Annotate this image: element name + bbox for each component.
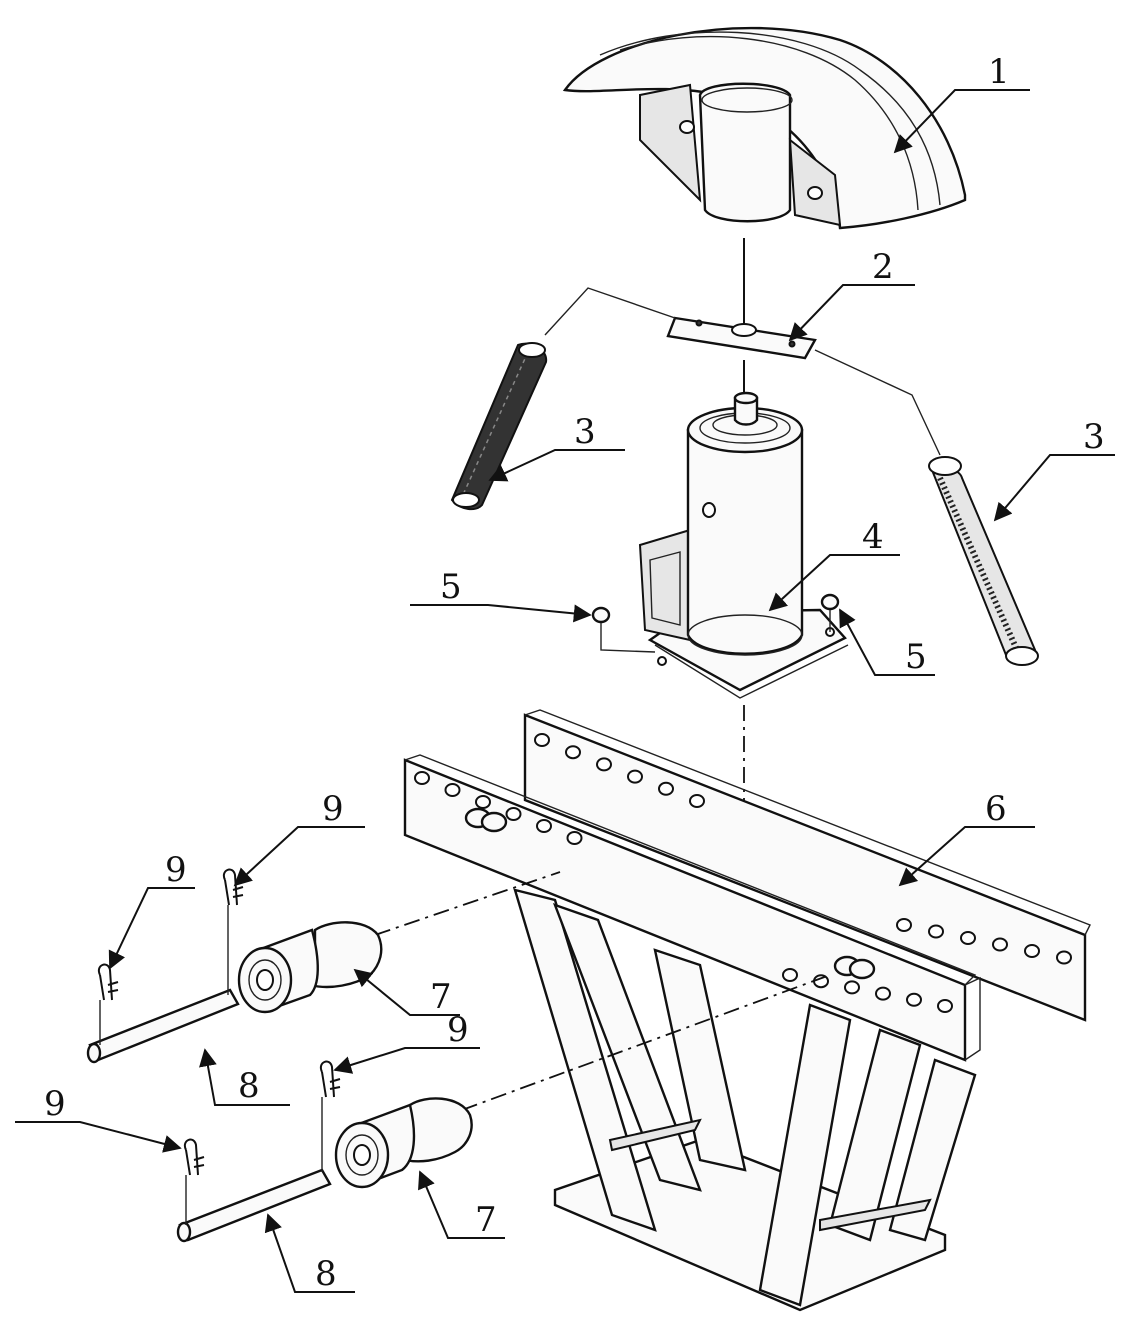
- callout-9-c: 9: [447, 1010, 469, 1050]
- roller-lower: [334, 1097, 473, 1189]
- frame-holes: [414, 733, 1072, 1013]
- callout-labels: 1 2 3 3 4 5 5 6 7 7 8 8 9 9 9 9: [44, 52, 1105, 1294]
- callout-2: 2: [872, 247, 894, 287]
- return-spring-left: [450, 342, 548, 511]
- frame-hole: [505, 807, 522, 821]
- frame-hole: [928, 924, 944, 939]
- frame-hole: [782, 968, 798, 982]
- frame-hole: [875, 986, 891, 1001]
- r-clip-4: [183, 1138, 205, 1225]
- r-clip-1: [97, 963, 119, 1045]
- callout-4: 4: [862, 517, 884, 557]
- frame-hole: [992, 937, 1008, 952]
- frame-hole: [1024, 944, 1040, 958]
- callout-3-left: 3: [574, 412, 596, 452]
- frame-pins: [464, 807, 876, 980]
- frame-hole: [1056, 950, 1072, 965]
- callout-5-right: 5: [905, 637, 927, 677]
- callout-1: 1: [988, 52, 1010, 92]
- bending-die: [562, 26, 967, 230]
- pin-lower: [176, 1168, 332, 1243]
- frame-hole: [937, 999, 953, 1013]
- callout-9-b: 9: [165, 850, 187, 890]
- callout-3-right: 3: [1083, 417, 1105, 457]
- frame-hole: [896, 918, 912, 932]
- return-spring-right: [928, 456, 1039, 666]
- frame-hole: [844, 980, 860, 995]
- frame-hole: [534, 733, 550, 747]
- leader-lines: [15, 89, 1115, 1293]
- frame-hole: [596, 757, 612, 772]
- frame-hole: [658, 781, 674, 796]
- callout-9-a: 9: [322, 789, 344, 829]
- callout-8-upper: 8: [238, 1066, 260, 1106]
- frame-hole: [475, 795, 491, 809]
- frame-hole: [566, 831, 583, 845]
- frame-hole: [906, 992, 922, 1007]
- callout-8-lower: 8: [315, 1254, 337, 1294]
- r-clip-3: [319, 1060, 341, 1172]
- connecting-plate: [666, 316, 817, 360]
- frame-hole: [444, 783, 461, 797]
- frame-hole: [689, 794, 705, 808]
- callout-5-left: 5: [440, 567, 462, 607]
- r-clip-2: [222, 868, 244, 995]
- frame-hole: [414, 771, 430, 785]
- callout-7-upper: 7: [430, 977, 452, 1017]
- frame-hole: [960, 931, 976, 945]
- pin-upper: [86, 988, 240, 1064]
- frame-hole: [536, 819, 552, 833]
- frame-hole: [565, 745, 581, 760]
- roller-upper: [237, 921, 383, 1014]
- frame-hole: [627, 769, 643, 784]
- bolt-left: [591, 606, 656, 653]
- callout-9-d: 9: [44, 1084, 66, 1124]
- bolt-right: [820, 593, 840, 632]
- callout-6: 6: [985, 789, 1007, 829]
- callout-7-lower: 7: [475, 1200, 497, 1240]
- hydraulic-jack: [638, 391, 849, 699]
